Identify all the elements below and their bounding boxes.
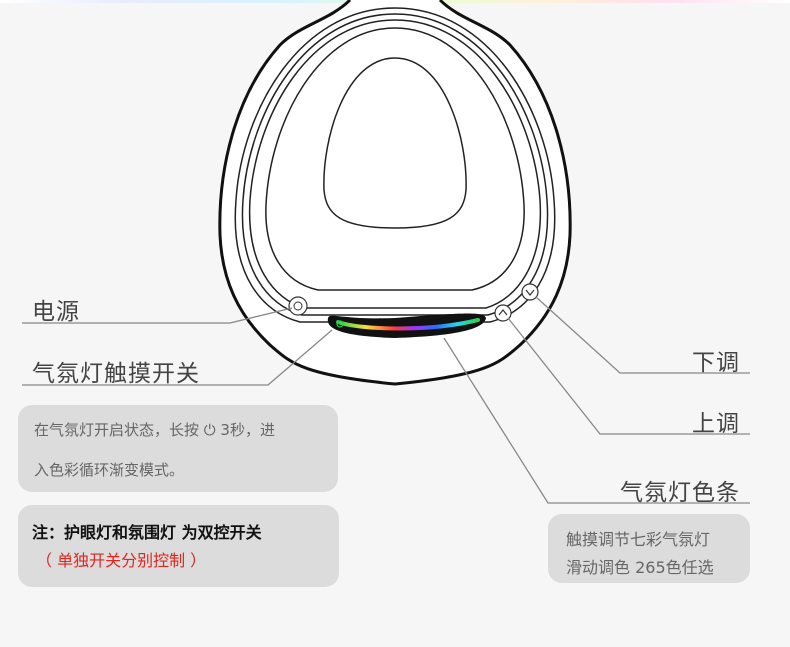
info-card-line1: 在气氛灯开启状态，长按 ⏻ 3秒，进 <box>34 421 275 439</box>
ambient-touch-label: 气氛灯触摸开关 <box>32 361 200 387</box>
down-icon[interactable] <box>521 283 539 301</box>
info-card: 在气氛灯开启状态，长按 ⏻ 3秒，进 入色彩循环渐变模式。 <box>18 405 338 492</box>
leader-up <box>507 317 750 435</box>
color-strip-body <box>327 313 486 338</box>
lamp-inner-ring-2 <box>241 13 549 316</box>
leader-down <box>535 296 750 374</box>
color-strip-light <box>336 318 480 331</box>
power-label: 电源 <box>32 299 80 325</box>
leader-color-strip <box>443 337 750 504</box>
strip-card-line2: 滑动调色 265色任选 <box>566 558 714 577</box>
note-card-subtitle: （ 单独开关分别控制 ） <box>36 551 207 570</box>
leader-power <box>22 307 293 324</box>
lamp-light-window <box>323 57 467 229</box>
up-label: 上调 <box>692 411 740 437</box>
leader-ambient-touch <box>22 329 333 386</box>
color-strip-label: 气氛灯色条 <box>620 480 740 506</box>
info-card-line2: 入色彩循环渐变模式。 <box>34 461 185 479</box>
up-icon[interactable] <box>494 304 512 322</box>
lamp-inner-ring-3 <box>248 19 542 309</box>
note-card: 注：护眼灯和氛围灯 为双控开关 （ 单独开关分别控制 ） <box>18 505 339 587</box>
strip-power-dot <box>336 320 344 328</box>
power-icon[interactable] <box>288 296 308 316</box>
note-card-title: 注：护眼灯和氛围灯 为双控开关 <box>32 523 262 542</box>
down-label: 下调 <box>692 350 740 376</box>
strip-card-line1: 触摸调节七彩气氛灯 <box>566 530 711 549</box>
strip-card: 触摸调节七彩气氛灯 滑动调色 265色任选 <box>548 514 750 583</box>
